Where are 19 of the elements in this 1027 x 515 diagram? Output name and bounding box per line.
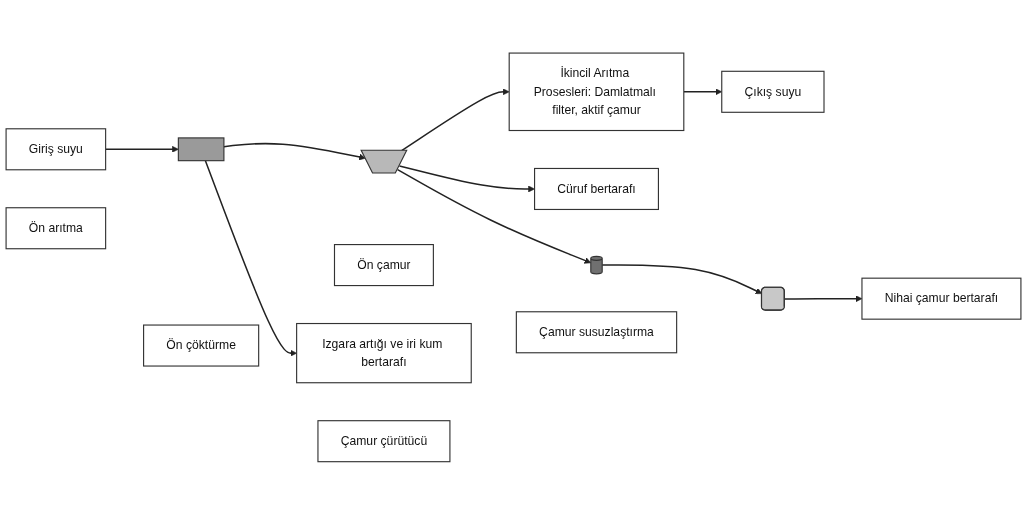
node-bar bbox=[177, 137, 225, 162]
node-box: Giriş suyu bbox=[5, 128, 107, 171]
arrow bbox=[223, 142, 366, 161]
node-box: Nihai çamur bertarafı bbox=[861, 277, 1022, 320]
arrow bbox=[398, 165, 535, 193]
node-funnel bbox=[360, 149, 408, 174]
node-box: Ön çöktürme bbox=[143, 324, 260, 367]
node-box: Çıkış suyu bbox=[721, 70, 825, 113]
node-cylinder bbox=[590, 255, 603, 275]
node-box: Izgara artığı ve iri kum bertarafı bbox=[296, 323, 472, 384]
node-box: Ön arıtma bbox=[5, 207, 107, 250]
arrow bbox=[204, 160, 297, 357]
arrow bbox=[396, 168, 592, 264]
node-box: Çamur susuzlaştırma bbox=[515, 311, 678, 354]
node-box: İkincil Arıtma Prosesleri: Damlatmalı filter, aktif çamur bbox=[508, 52, 685, 132]
node-box: Cüruf bertarafı bbox=[534, 168, 659, 211]
node-box: Çamur çürütücü bbox=[317, 420, 451, 463]
node-box: Ön çamur bbox=[333, 244, 434, 287]
arrow bbox=[601, 264, 763, 295]
